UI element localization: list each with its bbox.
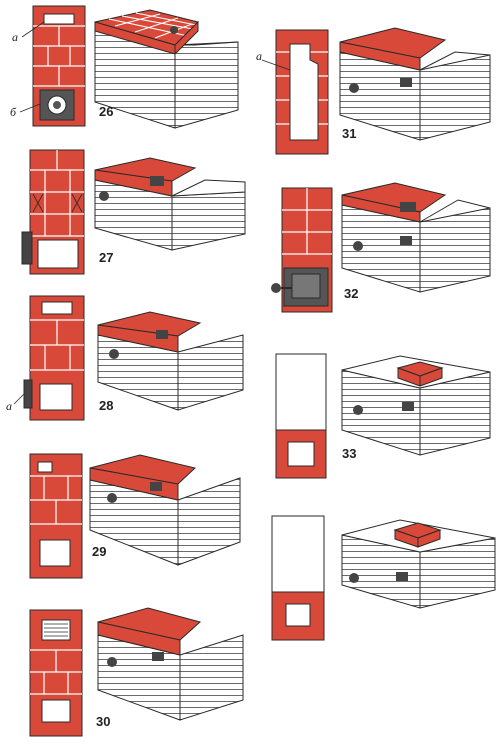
iso-34 — [341, 519, 496, 609]
plan-32 — [271, 187, 333, 313]
iso-32 — [341, 182, 491, 293]
iso-29 — [89, 454, 241, 566]
iso-27 — [94, 157, 246, 251]
letter-a-28: а — [6, 399, 12, 413]
figure-number-31: 31 — [342, 126, 356, 141]
figure-27: 27 — [21, 149, 246, 275]
figure-number-28: 28 — [99, 398, 113, 413]
letter-b-26: б — [10, 105, 17, 119]
plan-30 — [29, 609, 83, 737]
iso-30 — [97, 607, 244, 721]
figure-number-27: 27 — [99, 250, 113, 265]
figure-26: а б 26 — [10, 5, 239, 129]
figure-29: 29 — [29, 453, 241, 579]
figure-number-32: 32 — [344, 286, 358, 301]
iso-26 — [94, 9, 239, 129]
figure-number-30: 30 — [96, 714, 110, 729]
iso-28 — [97, 311, 244, 411]
figure-30: 30 — [29, 607, 244, 737]
letter-a-26: а — [12, 30, 18, 44]
figure-32: 32 — [271, 182, 491, 313]
figure-28: а 28 — [6, 295, 244, 421]
plan-34 — [271, 515, 325, 641]
figure-31: а 31 — [256, 27, 491, 155]
figure-34 — [271, 515, 496, 641]
iso-31 — [339, 27, 491, 141]
figure-number-33: 33 — [342, 446, 356, 461]
plan-27 — [21, 149, 85, 275]
plan-31: а — [256, 29, 329, 155]
plan-29 — [29, 453, 83, 579]
figure-number-26: 26 — [99, 104, 113, 119]
plan-28: а — [6, 295, 85, 421]
plan-33 — [275, 353, 327, 479]
figure-number-29: 29 — [92, 544, 106, 559]
figure-33: 33 — [275, 353, 491, 479]
iso-33 — [341, 355, 491, 456]
plan-26: а б — [10, 5, 86, 127]
letter-a-31: а — [256, 49, 262, 63]
